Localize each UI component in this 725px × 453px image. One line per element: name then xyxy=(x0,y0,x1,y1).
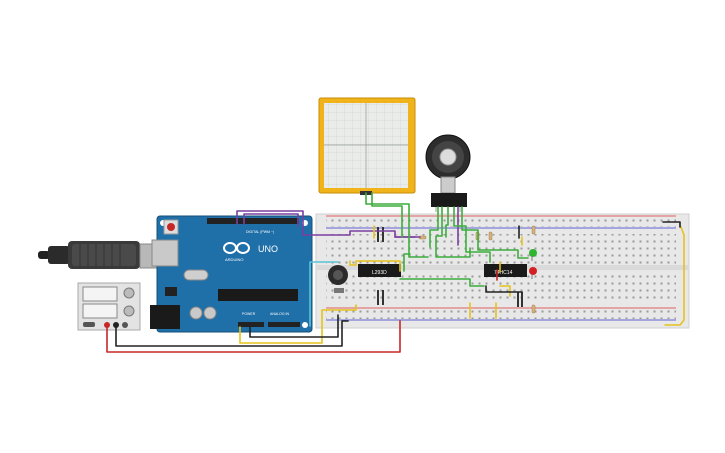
power-supply[interactable] xyxy=(77,282,141,331)
svg-text:74HC14: 74HC14 xyxy=(494,270,513,276)
74hc14-chip[interactable]: 74HC14 xyxy=(484,264,527,277)
power-label: POWER xyxy=(242,312,256,316)
board-model: UNO xyxy=(258,244,278,254)
l293d-chip[interactable]: L293D xyxy=(358,264,401,277)
analog-label: ANALOG IN xyxy=(270,312,290,316)
capacitors[interactable] xyxy=(377,227,523,307)
power-header xyxy=(238,322,264,327)
svg-text:L293D: L293D xyxy=(372,270,387,276)
digital-label: DIGITAL (PWM ~) xyxy=(246,230,274,234)
usb-cable[interactable] xyxy=(38,241,169,269)
digital-header xyxy=(207,218,299,224)
potentiometer[interactable] xyxy=(328,265,348,293)
atmega-chip xyxy=(218,289,298,301)
green-led[interactable] xyxy=(529,249,537,261)
analog-header xyxy=(268,322,300,327)
red-led[interactable] xyxy=(529,267,537,279)
wires[interactable] xyxy=(106,192,685,353)
arduino-logo xyxy=(223,242,250,254)
board-brand: ARDUINO xyxy=(225,257,243,262)
arduino-uno-board[interactable]: UNO ARDUINO DIGITAL (PWM ~) POWER ANALOG… xyxy=(150,215,313,333)
oscilloscope[interactable] xyxy=(318,97,416,195)
dc-motor[interactable] xyxy=(425,134,471,212)
